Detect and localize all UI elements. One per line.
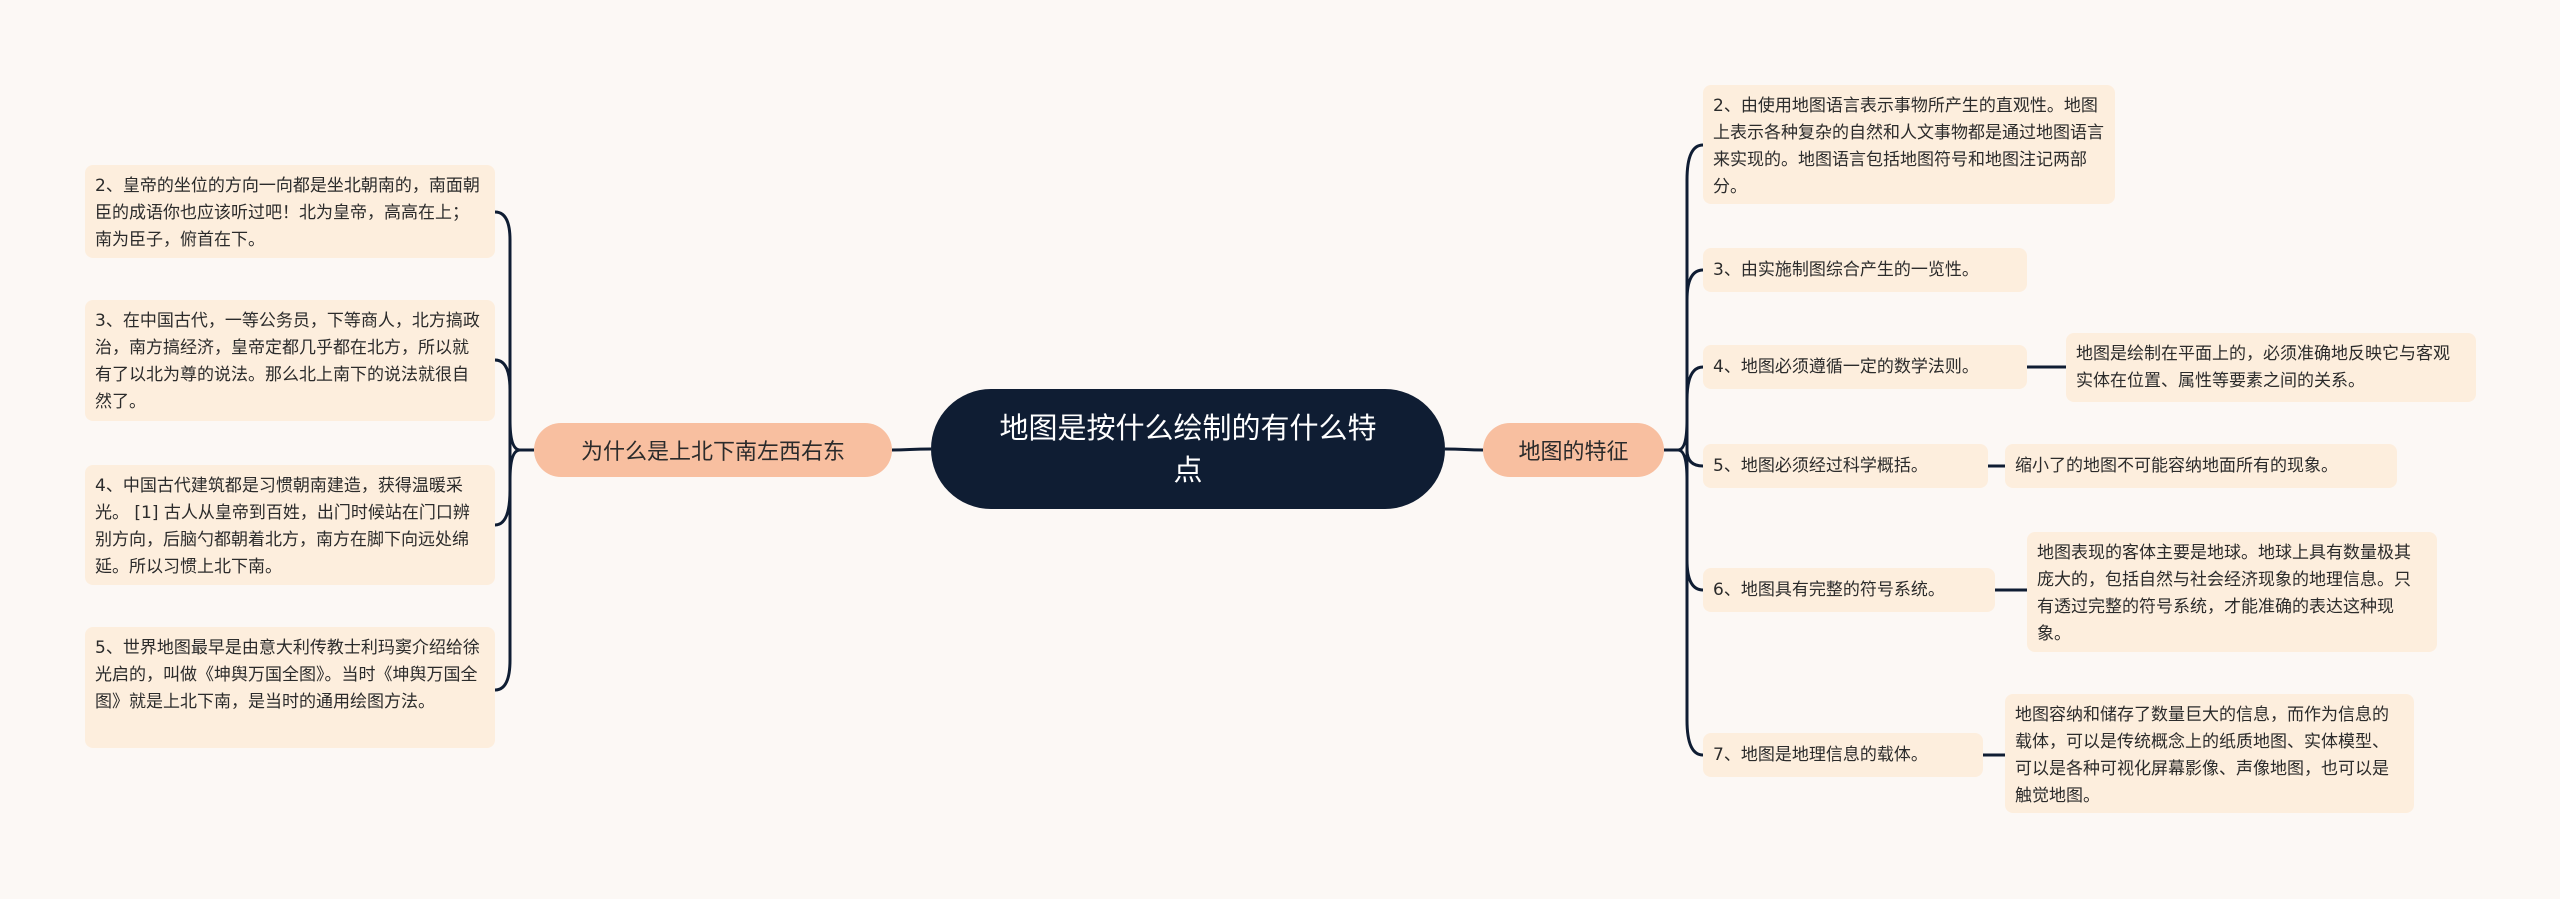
branch-left-label: 为什么是上北下南左西右东: [580, 440, 845, 465]
right-item-detail[interactable]: 缩小了的地图不可能容纳地面所有的现象。: [2005, 444, 2397, 488]
right-item[interactable]: 3、由实施制图综合产生的一览性。: [1703, 248, 2027, 292]
right-item[interactable]: 5、地图必须经过科学概括。: [1703, 444, 1988, 488]
right-item[interactable]: 4、地图必须遵循一定的数学法则。: [1703, 345, 2027, 389]
branch-right[interactable]: 地图的特征: [1483, 423, 1664, 477]
root-topic[interactable]: 地图是按什么绘制的有什么特点: [931, 389, 1445, 509]
root-title: 地图是按什么绘制的有什么特点: [999, 411, 1377, 487]
branch-right-label: 地图的特征: [1518, 440, 1629, 465]
right-item-detail[interactable]: 地图容纳和储存了数量巨大的信息，而作为信息的载体，可以是传统概念上的纸质地图、实…: [2005, 694, 2414, 813]
left-item[interactable]: 3、在中国古代，一等公务员，下等商人，北方搞政治，南方搞经济，皇帝定都几乎都在北…: [85, 300, 495, 421]
left-item[interactable]: 4、中国古代建筑都是习惯朝南建造，获得温暖采光。 [1] 古人从皇帝到百姓，出门…: [85, 465, 495, 585]
left-item[interactable]: 2、皇帝的坐位的方向一向都是坐北朝南的，南面朝臣的成语你也应该听过吧！北为皇帝，…: [85, 165, 495, 258]
left-item[interactable]: 5、世界地图最早是由意大利传教士利玛窦介绍给徐光启的，叫做《坤舆万国全图》。当时…: [85, 627, 495, 748]
right-item[interactable]: 6、地图具有完整的符号系统。: [1703, 568, 1995, 612]
branch-left[interactable]: 为什么是上北下南左西右东: [534, 423, 892, 477]
right-item[interactable]: 2、由使用地图语言表示事物所产生的直观性。地图上表示各种复杂的自然和人文事物都是…: [1703, 85, 2115, 204]
right-item-detail[interactable]: 地图表现的客体主要是地球。地球上具有数量极其庞大的，包括自然与社会经济现象的地理…: [2027, 532, 2437, 652]
right-item-detail[interactable]: 地图是绘制在平面上的，必须准确地反映它与客观实体在位置、属性等要素之间的关系。: [2066, 333, 2476, 402]
right-item[interactable]: 7、地图是地理信息的载体。: [1703, 733, 1983, 777]
